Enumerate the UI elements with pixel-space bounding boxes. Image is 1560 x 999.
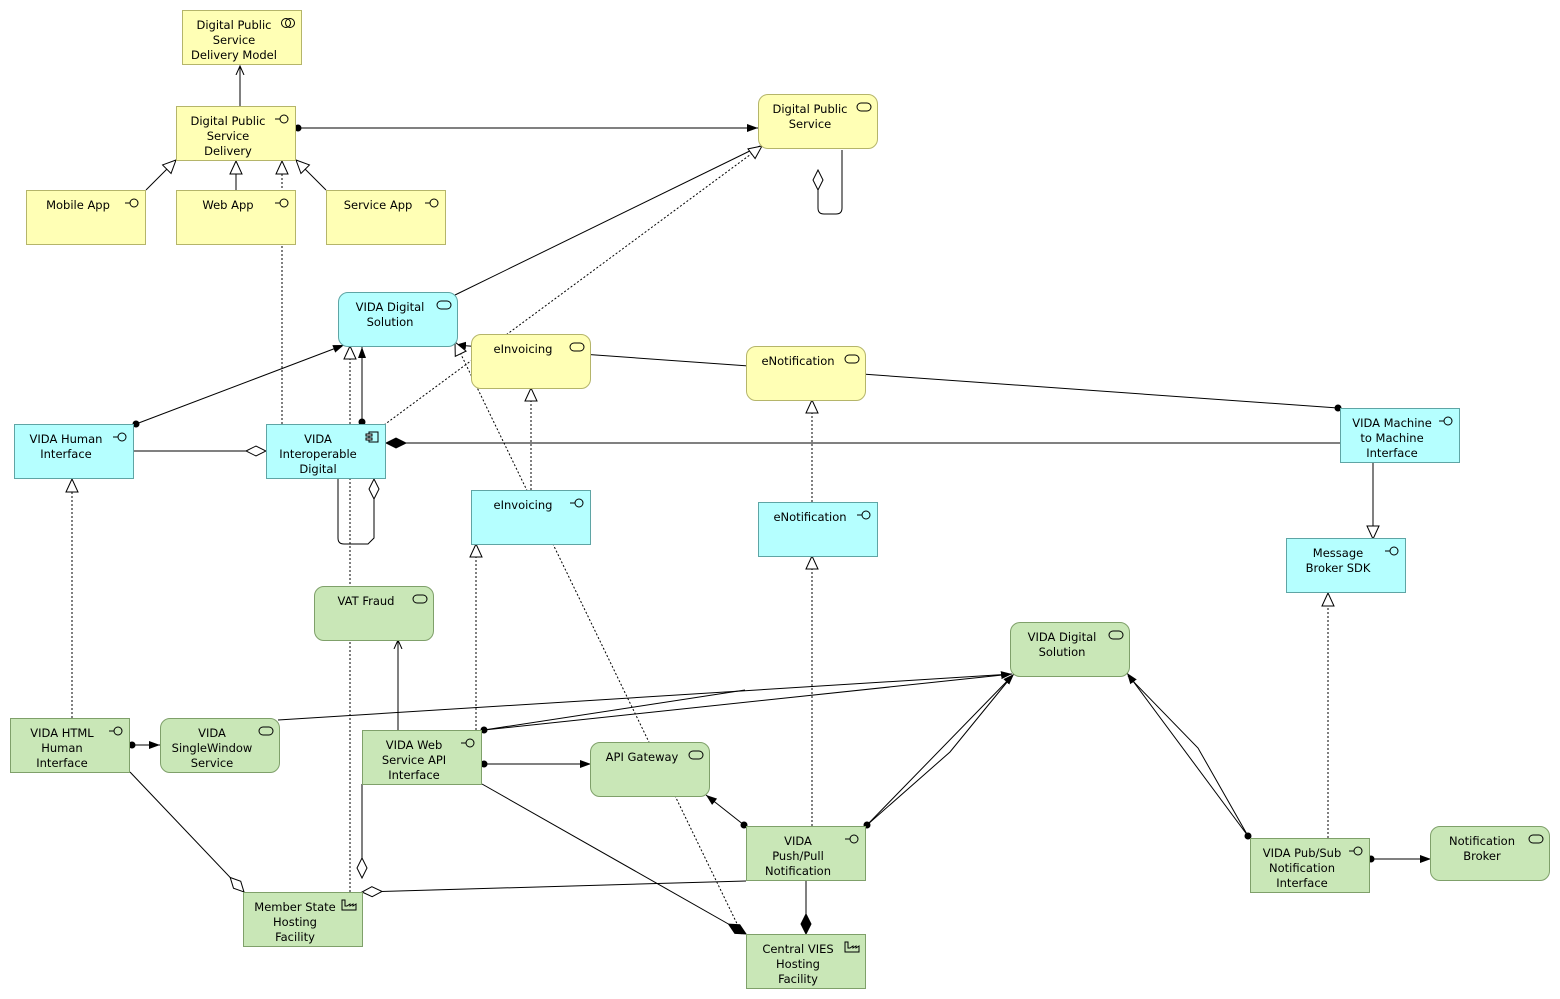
service-icon bbox=[688, 750, 704, 760]
rel-pp-msh bbox=[362, 880, 747, 892]
interface-icon bbox=[275, 198, 289, 208]
node-label: API Gateway bbox=[605, 750, 679, 764]
interface-icon bbox=[425, 198, 439, 208]
node-api-gateway[interactable]: API Gateway bbox=[590, 742, 710, 797]
node-label: Digital Public Service Delivery bbox=[190, 114, 266, 158]
node-einvoicing-interface[interactable]: eInvoicing bbox=[471, 490, 591, 545]
facility-icon bbox=[341, 899, 357, 911]
node-vida-html-interface[interactable]: VIDA HTML Human Interface bbox=[10, 718, 130, 773]
node-label: Digital Public Service bbox=[772, 102, 848, 131]
node-label: Message Broker SDK bbox=[1305, 546, 1371, 575]
node-label: VIDA Human Interface bbox=[29, 432, 103, 461]
node-vida-interoperable-digital[interactable]: VIDA Interoperable Digital bbox=[266, 424, 386, 479]
node-label: eInvoicing bbox=[493, 342, 553, 356]
node-label: VIDA Digital Solution bbox=[355, 300, 425, 329]
node-label: Web App bbox=[202, 198, 254, 212]
service-icon bbox=[1108, 630, 1124, 640]
interface-icon bbox=[1349, 846, 1363, 856]
interface-icon bbox=[113, 432, 127, 442]
interface-icon bbox=[845, 834, 859, 844]
node-dps-service[interactable]: Digital Public Service bbox=[758, 94, 878, 149]
rel-html-msh bbox=[129, 771, 244, 892]
rel-vies-vds bbox=[454, 340, 743, 935]
interface-icon bbox=[275, 114, 289, 124]
node-label: VIDA Push/Pull Notification bbox=[765, 834, 831, 878]
node-label: VAT Fraud bbox=[337, 594, 395, 608]
service-icon bbox=[1528, 834, 1544, 844]
node-label: VIDA Machine to Machine Interface bbox=[1352, 416, 1432, 460]
node-label: VIDA Web Service API Interface bbox=[381, 738, 447, 782]
node-vat-fraud[interactable]: VAT Fraud bbox=[314, 586, 434, 641]
rel-interop-self bbox=[337, 479, 375, 545]
service-icon bbox=[569, 342, 585, 352]
node-web-app[interactable]: Web App bbox=[176, 190, 296, 245]
node-label: Service App bbox=[343, 198, 413, 212]
node-label: Mobile App bbox=[46, 198, 110, 212]
interface-icon bbox=[1385, 546, 1399, 556]
rel-dps-self bbox=[818, 150, 843, 215]
node-vida-pushpull[interactable]: VIDA Push/Pull Notification bbox=[746, 826, 866, 881]
node-enotification-interface[interactable]: eNotification bbox=[758, 502, 878, 557]
rel-vds-dps bbox=[454, 145, 761, 296]
rel-human-vds bbox=[132, 344, 345, 428]
node-label: Digital Public Service Delivery Model bbox=[191, 18, 277, 62]
service-icon bbox=[844, 354, 860, 364]
interface-icon bbox=[461, 738, 475, 748]
facility-icon bbox=[844, 941, 860, 953]
node-vida-human-interface[interactable]: VIDA Human Interface bbox=[14, 424, 134, 479]
node-vida-digital-solution-app[interactable]: VIDA Digital Solution bbox=[338, 292, 458, 347]
component-icon bbox=[365, 431, 379, 443]
node-dps-delivery[interactable]: Digital Public Service Delivery bbox=[176, 106, 296, 161]
node-vida-m2m-interface[interactable]: VIDA Machine to Machine Interface bbox=[1340, 408, 1460, 463]
rel-service-delivery bbox=[295, 159, 327, 191]
node-vida-digital-solution-tech[interactable]: VIDA Digital Solution bbox=[1010, 622, 1130, 677]
node-label: VIDA SingleWindow Service bbox=[171, 726, 253, 770]
node-label: Member State Hosting Facility bbox=[254, 900, 336, 944]
node-notification-broker[interactable]: Notification Broker bbox=[1430, 826, 1550, 881]
node-einvoicing-service[interactable]: eInvoicing bbox=[471, 334, 591, 389]
rel-mobile-delivery bbox=[145, 159, 177, 191]
node-label: eInvoicing bbox=[493, 498, 553, 512]
rel-pp-vdst-1 bbox=[863, 673, 1015, 829]
rel-pubsub-vdst-1 bbox=[1126, 672, 1252, 840]
interface-icon bbox=[570, 498, 584, 508]
node-vida-pubsub[interactable]: VIDA Pub/Sub Notification Interface bbox=[1250, 838, 1370, 893]
node-enotification-service[interactable]: eNotification bbox=[746, 346, 866, 401]
node-mobile-app[interactable]: Mobile App bbox=[26, 190, 146, 245]
node-label: Central VIES Hosting Facility bbox=[762, 942, 834, 986]
interface-icon bbox=[1439, 416, 1453, 426]
rel-ws-vdst-2 bbox=[483, 689, 746, 731]
node-message-broker-sdk[interactable]: Message Broker SDK bbox=[1286, 538, 1406, 593]
node-dps-model[interactable]: Digital Public Service Delivery Model bbox=[182, 10, 302, 65]
collaboration-icon bbox=[281, 18, 295, 28]
node-label: VIDA Pub/Sub Notification Interface bbox=[1262, 846, 1342, 890]
node-service-app[interactable]: Service App bbox=[326, 190, 446, 245]
rel-pubsub-vdst-2 bbox=[1127, 675, 1249, 837]
rel-ws-vies bbox=[481, 783, 746, 934]
node-label: VIDA Interoperable Digital bbox=[279, 432, 357, 476]
node-label: Notification Broker bbox=[1449, 834, 1515, 863]
service-icon bbox=[258, 726, 274, 736]
interface-icon bbox=[857, 510, 871, 520]
service-icon bbox=[412, 594, 428, 604]
node-label: VIDA Digital Solution bbox=[1027, 630, 1097, 659]
rel-pp-vdst-2 bbox=[866, 675, 1013, 826]
interface-icon bbox=[125, 198, 139, 208]
node-label: eNotification bbox=[773, 510, 847, 524]
node-central-vies-hosting[interactable]: Central VIES Hosting Facility bbox=[746, 934, 866, 989]
service-icon bbox=[856, 102, 872, 112]
service-icon bbox=[436, 300, 452, 310]
interface-icon bbox=[109, 726, 123, 736]
rel-m2m-vds bbox=[454, 341, 1342, 412]
node-vida-ws-api[interactable]: VIDA Web Service API Interface bbox=[362, 730, 482, 785]
node-member-state-hosting[interactable]: Member State Hosting Facility bbox=[243, 892, 363, 947]
node-vida-singlewindow[interactable]: VIDA SingleWindow Service bbox=[160, 718, 280, 773]
node-label: VIDA HTML Human Interface bbox=[30, 726, 94, 770]
rel-pp-api bbox=[705, 794, 748, 829]
node-label: eNotification bbox=[761, 354, 835, 368]
